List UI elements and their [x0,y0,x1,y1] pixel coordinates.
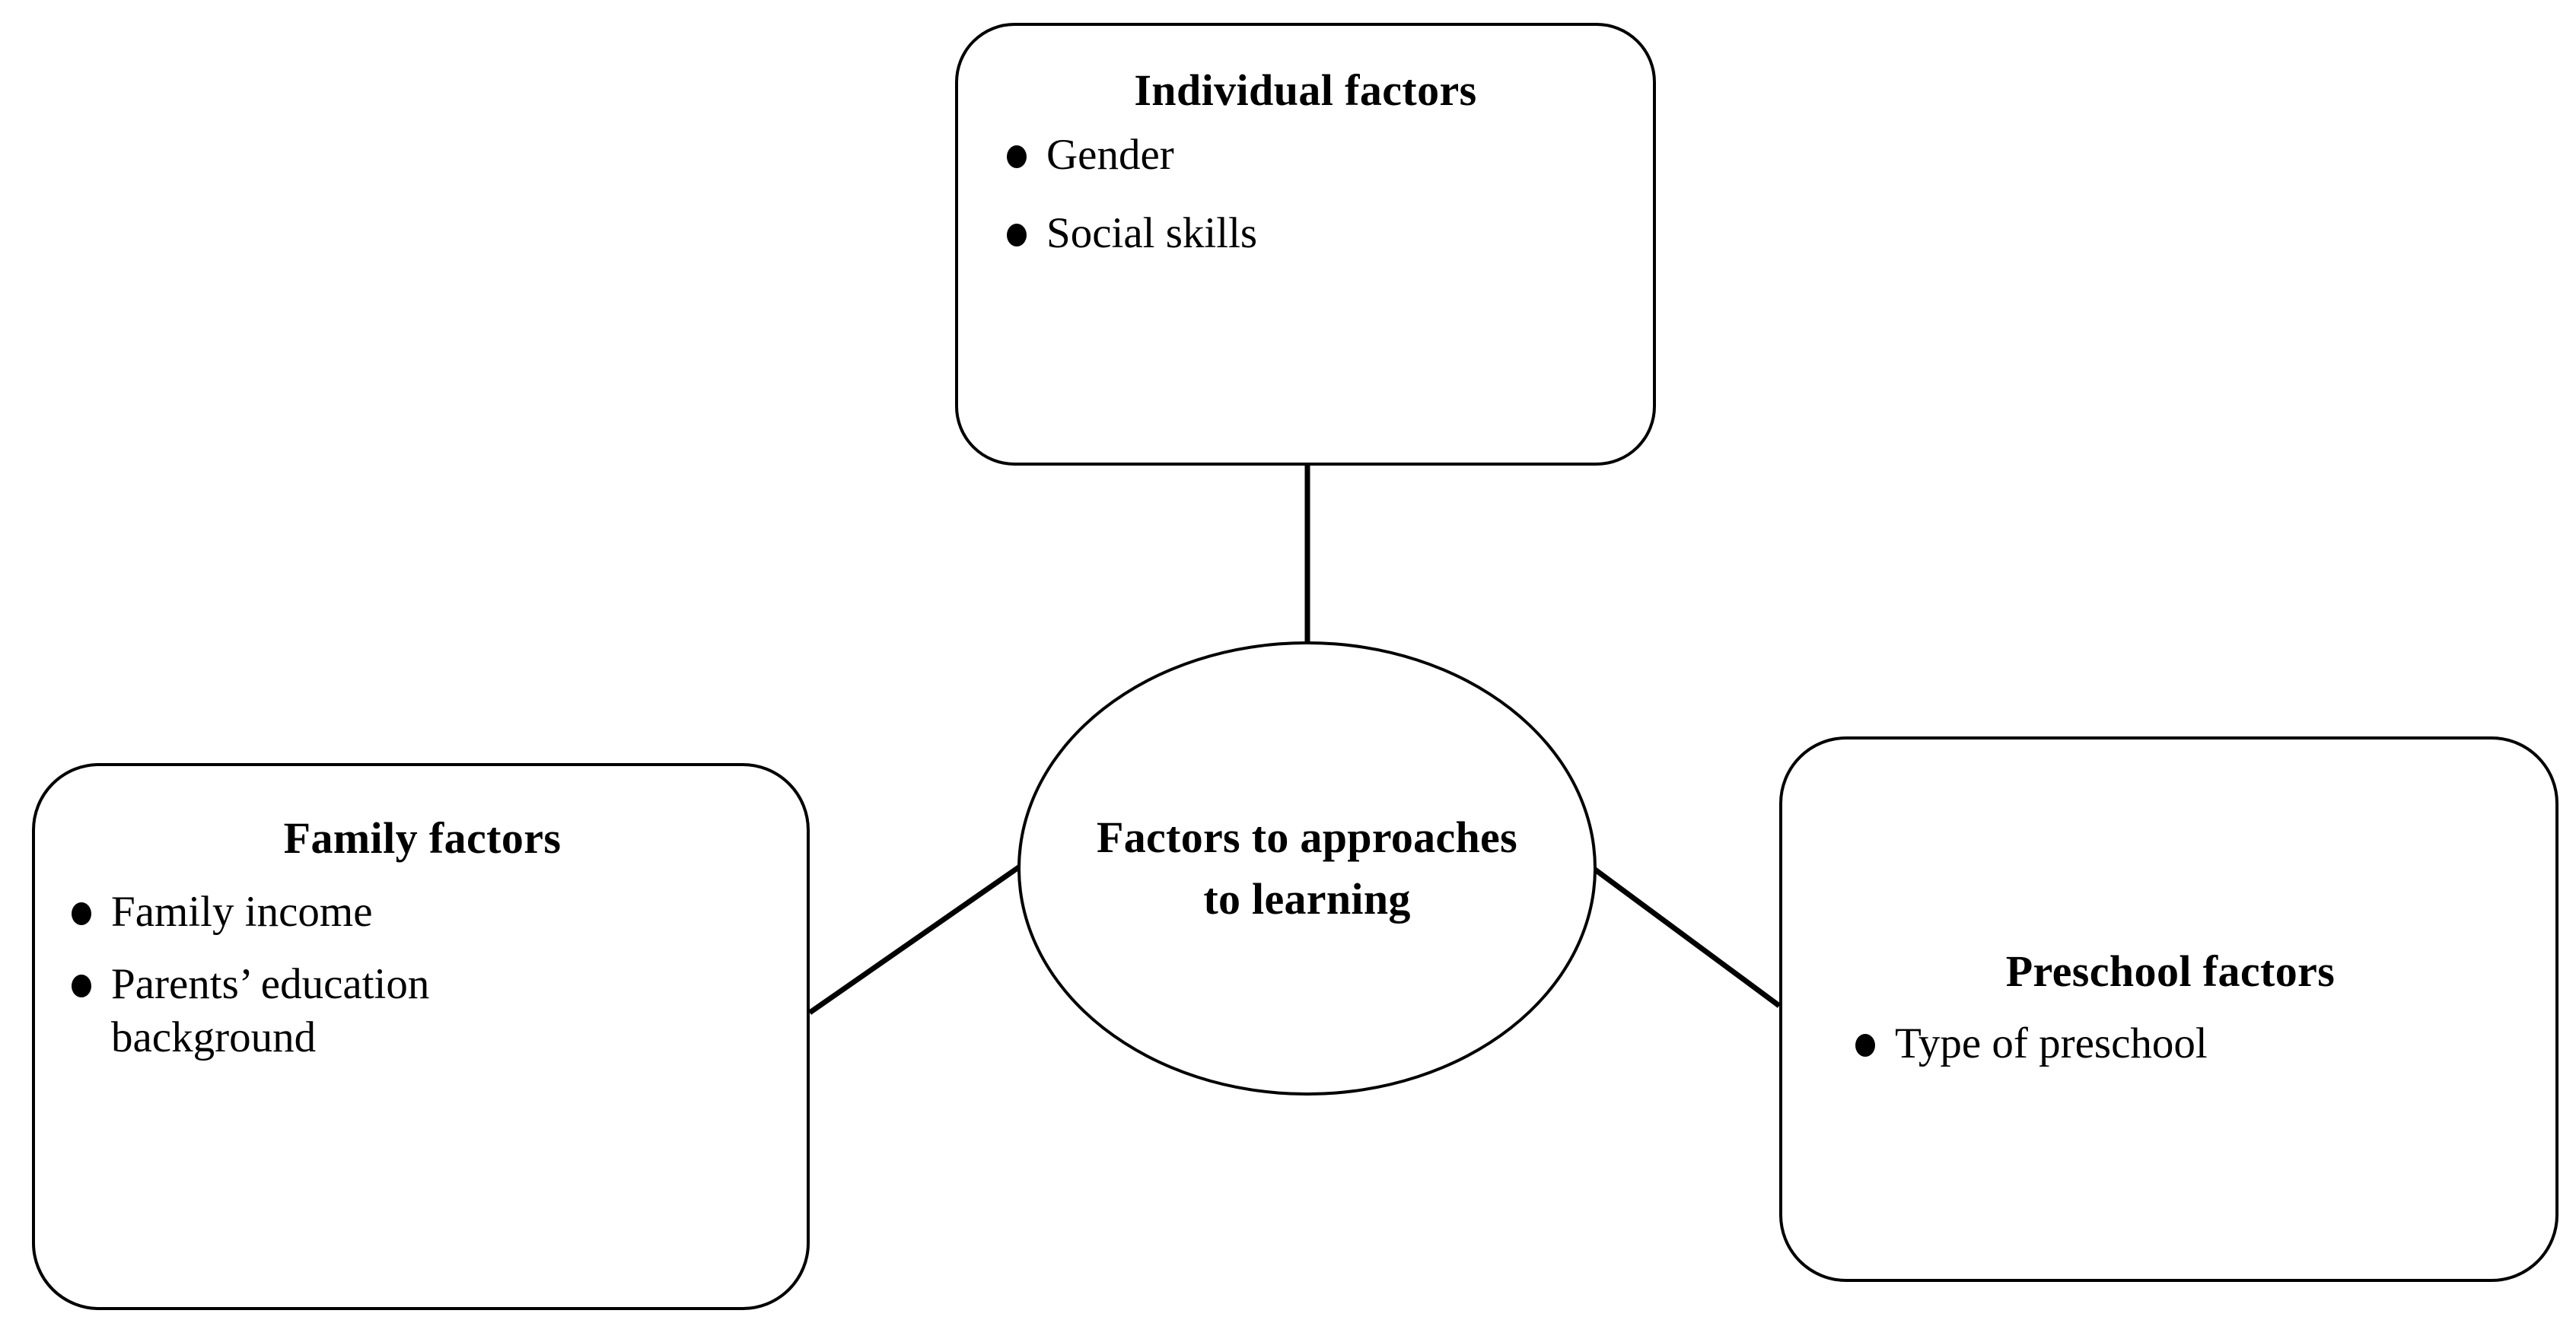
node-preschool-factors-bullets: Type of preschool [1808,1017,2533,1070]
bullet-dot-icon [1855,1034,1875,1058]
bullet-dot-icon [72,975,91,998]
bullet-dot-icon [1007,145,1027,168]
bullet-dot-icon [1007,224,1027,247]
node-individual-factors[interactable]: Individual factors Gender Social skills [955,23,1656,466]
connector-family-to-hub [808,864,1021,1015]
bullet-label: Gender [1046,130,1174,179]
bullet-label: Social skills [1046,209,1258,258]
list-item: Social skills [984,207,1627,260]
bullet-label: Type of preschool [1895,1019,2208,1068]
node-individual-factors-title: Individual factors [1134,65,1477,115]
list-item: Gender [984,129,1627,182]
bullet-label: Parents’ education background [111,960,430,1061]
list-item: Family income [61,886,784,939]
node-preschool-factors-title: Preschool factors [2005,946,2336,997]
bullet-label: Family income [111,887,373,936]
list-item: Parents’ education background [61,958,784,1064]
connector-hub-to-preschool [1593,867,1782,1008]
hub-node-label: Factors to approaches to learning [1097,813,1517,924]
list-item: Type of preschool [1808,1017,2533,1070]
hub-node-factors-to-approaches-to-learning[interactable]: Factors to approaches to learning [1017,641,1597,1096]
node-preschool-factors[interactable]: Preschool factors Type of preschool [1779,736,2558,1282]
node-individual-factors-bullets: Gender Social skills [984,129,1627,286]
bullet-dot-icon [72,902,91,925]
node-family-factors-bullets: Family income Parents’ education backgro… [61,886,784,1084]
node-family-factors[interactable]: Family factors Family income Parents’ ed… [32,763,810,1310]
node-family-factors-title: Family factors [283,813,562,863]
